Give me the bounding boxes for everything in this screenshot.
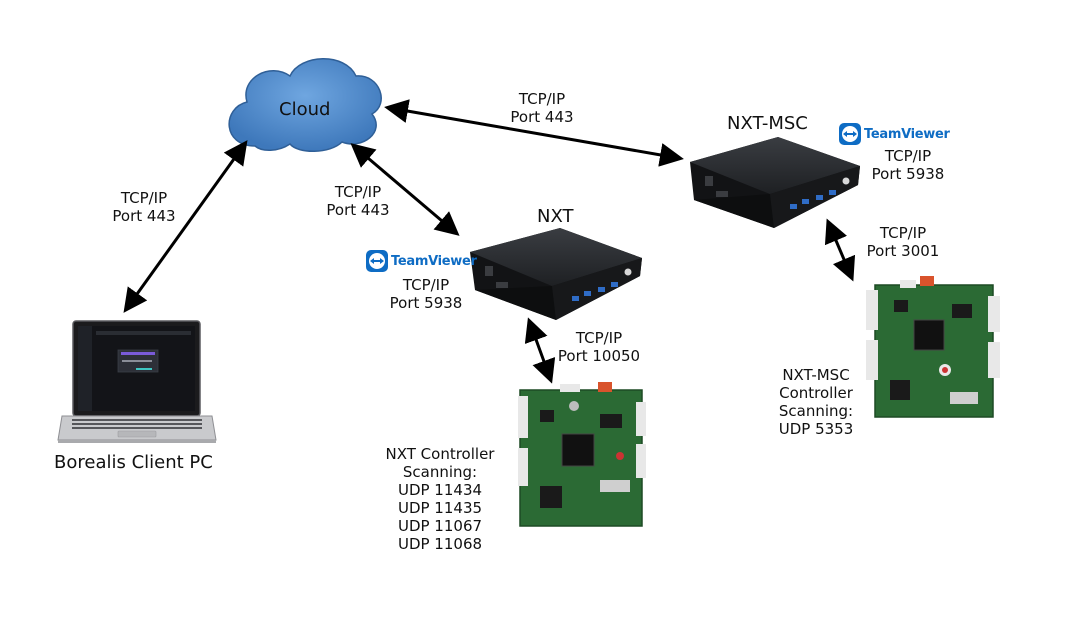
msc-controller-board-icon bbox=[866, 276, 1000, 418]
teamviewer-icon bbox=[839, 123, 861, 145]
nxt-label: NXT bbox=[537, 206, 574, 227]
controller-line: Scanning: bbox=[778, 402, 854, 420]
controller-line: NXT-MSC bbox=[782, 366, 850, 384]
controller-line: UDP 5353 bbox=[778, 420, 854, 438]
controller-line: NXT Controller bbox=[385, 445, 495, 463]
arrow-msc-controller bbox=[824, 218, 856, 282]
arrow-cloud-nxt bbox=[350, 143, 460, 236]
controller-line: Controller bbox=[779, 384, 853, 402]
teamviewer-icon bbox=[366, 250, 388, 272]
teamviewer-logo-nxt: TeamViewer bbox=[366, 250, 477, 272]
conn-port: Port 443 bbox=[112, 207, 176, 225]
msc-controller-scanning-label: NXT-MSC Controller Scanning: UDP 5353 bbox=[766, 366, 866, 438]
controller-line: UDP 11067 bbox=[397, 517, 483, 535]
conn-protocol: TCP/IP bbox=[575, 329, 623, 347]
conn-label-msc-controller: TCP/IP Port 3001 bbox=[858, 224, 948, 260]
controller-line: UDP 11068 bbox=[397, 535, 483, 553]
conn-port: Port 10050 bbox=[557, 347, 641, 365]
teamviewer-text: TeamViewer bbox=[391, 253, 477, 269]
arrow-nxt-controller bbox=[524, 317, 556, 384]
cloud-shape bbox=[228, 58, 382, 152]
teamviewer-logo-msc: TeamViewer bbox=[839, 123, 950, 145]
controller-line: UDP 11434 bbox=[397, 481, 483, 499]
client-pc-label: Borealis Client PC bbox=[54, 452, 213, 473]
conn-port: Port 3001 bbox=[866, 242, 940, 260]
conn-label-cloud-nxt: TCP/IP Port 443 bbox=[316, 183, 400, 219]
conn-protocol: TCP/IP bbox=[334, 183, 382, 201]
nxt-device-icon bbox=[470, 228, 642, 320]
conn-port: Port 5938 bbox=[871, 165, 945, 183]
conn-label-msc-teamviewer: TCP/IP Port 5938 bbox=[862, 147, 954, 183]
arrow-cloud-client bbox=[123, 140, 248, 313]
nxt-controller-scanning-label: NXT Controller Scanning: UDP 11434 UDP 1… bbox=[372, 445, 508, 553]
controller-line: UDP 11435 bbox=[397, 499, 483, 517]
teamviewer-text: TeamViewer bbox=[864, 126, 950, 142]
laptop-icon bbox=[57, 320, 217, 443]
conn-protocol: TCP/IP bbox=[884, 147, 932, 165]
arrow-cloud-msc bbox=[384, 99, 684, 167]
conn-protocol: TCP/IP bbox=[518, 90, 566, 108]
conn-port: Port 443 bbox=[510, 108, 574, 126]
conn-label-cloud-msc: TCP/IP Port 443 bbox=[500, 90, 584, 126]
nxt-controller-board-icon bbox=[518, 382, 646, 527]
conn-protocol: TCP/IP bbox=[879, 224, 927, 242]
conn-protocol: TCP/IP bbox=[402, 276, 450, 294]
conn-port: Port 5938 bbox=[389, 294, 463, 312]
conn-port: Port 443 bbox=[326, 201, 390, 219]
nxt-msc-label: NXT-MSC bbox=[727, 113, 808, 134]
conn-label-nxt-controller: TCP/IP Port 10050 bbox=[550, 329, 648, 365]
conn-protocol: TCP/IP bbox=[120, 189, 168, 207]
conn-label-nxt-teamviewer: TCP/IP Port 5938 bbox=[380, 276, 472, 312]
controller-line: Scanning: bbox=[402, 463, 478, 481]
conn-label-cloud-client: TCP/IP Port 443 bbox=[102, 189, 186, 225]
cloud-label: Cloud bbox=[279, 99, 331, 120]
nxt-msc-device-icon bbox=[690, 137, 860, 228]
